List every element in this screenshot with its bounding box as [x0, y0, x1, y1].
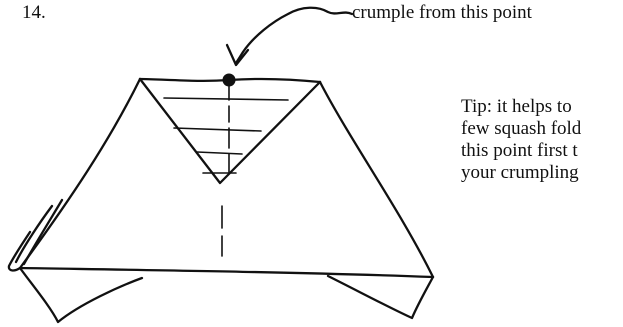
crease-line — [163, 97, 289, 101]
left-outer-edge — [18, 77, 142, 270]
crease-line — [196, 151, 243, 155]
callout-label: crumple from this point — [352, 2, 532, 23]
tip-line: this point first t — [461, 140, 578, 161]
bottom-edge — [18, 266, 435, 279]
inner-v-fold — [138, 77, 322, 185]
left-flap-layer — [7, 230, 32, 272]
tip-line: your crumpling — [461, 162, 579, 183]
bottom-right-flap — [326, 274, 435, 320]
bottom-left-flap — [18, 266, 144, 324]
step-number: 14. — [22, 2, 46, 23]
crease-line — [173, 127, 262, 132]
tip-line: Tip: it helps to — [461, 96, 572, 117]
left-flap-layer — [22, 198, 64, 266]
tip-line: few squash fold — [461, 118, 582, 139]
right-outer-edge — [318, 80, 435, 279]
pointer-arrow — [225, 6, 354, 67]
top-edge — [138, 77, 322, 84]
center-line — [221, 85, 230, 257]
left-flap-layer — [14, 204, 54, 264]
tip-text: Tip: it helps to few squash fold this po… — [461, 96, 623, 184]
